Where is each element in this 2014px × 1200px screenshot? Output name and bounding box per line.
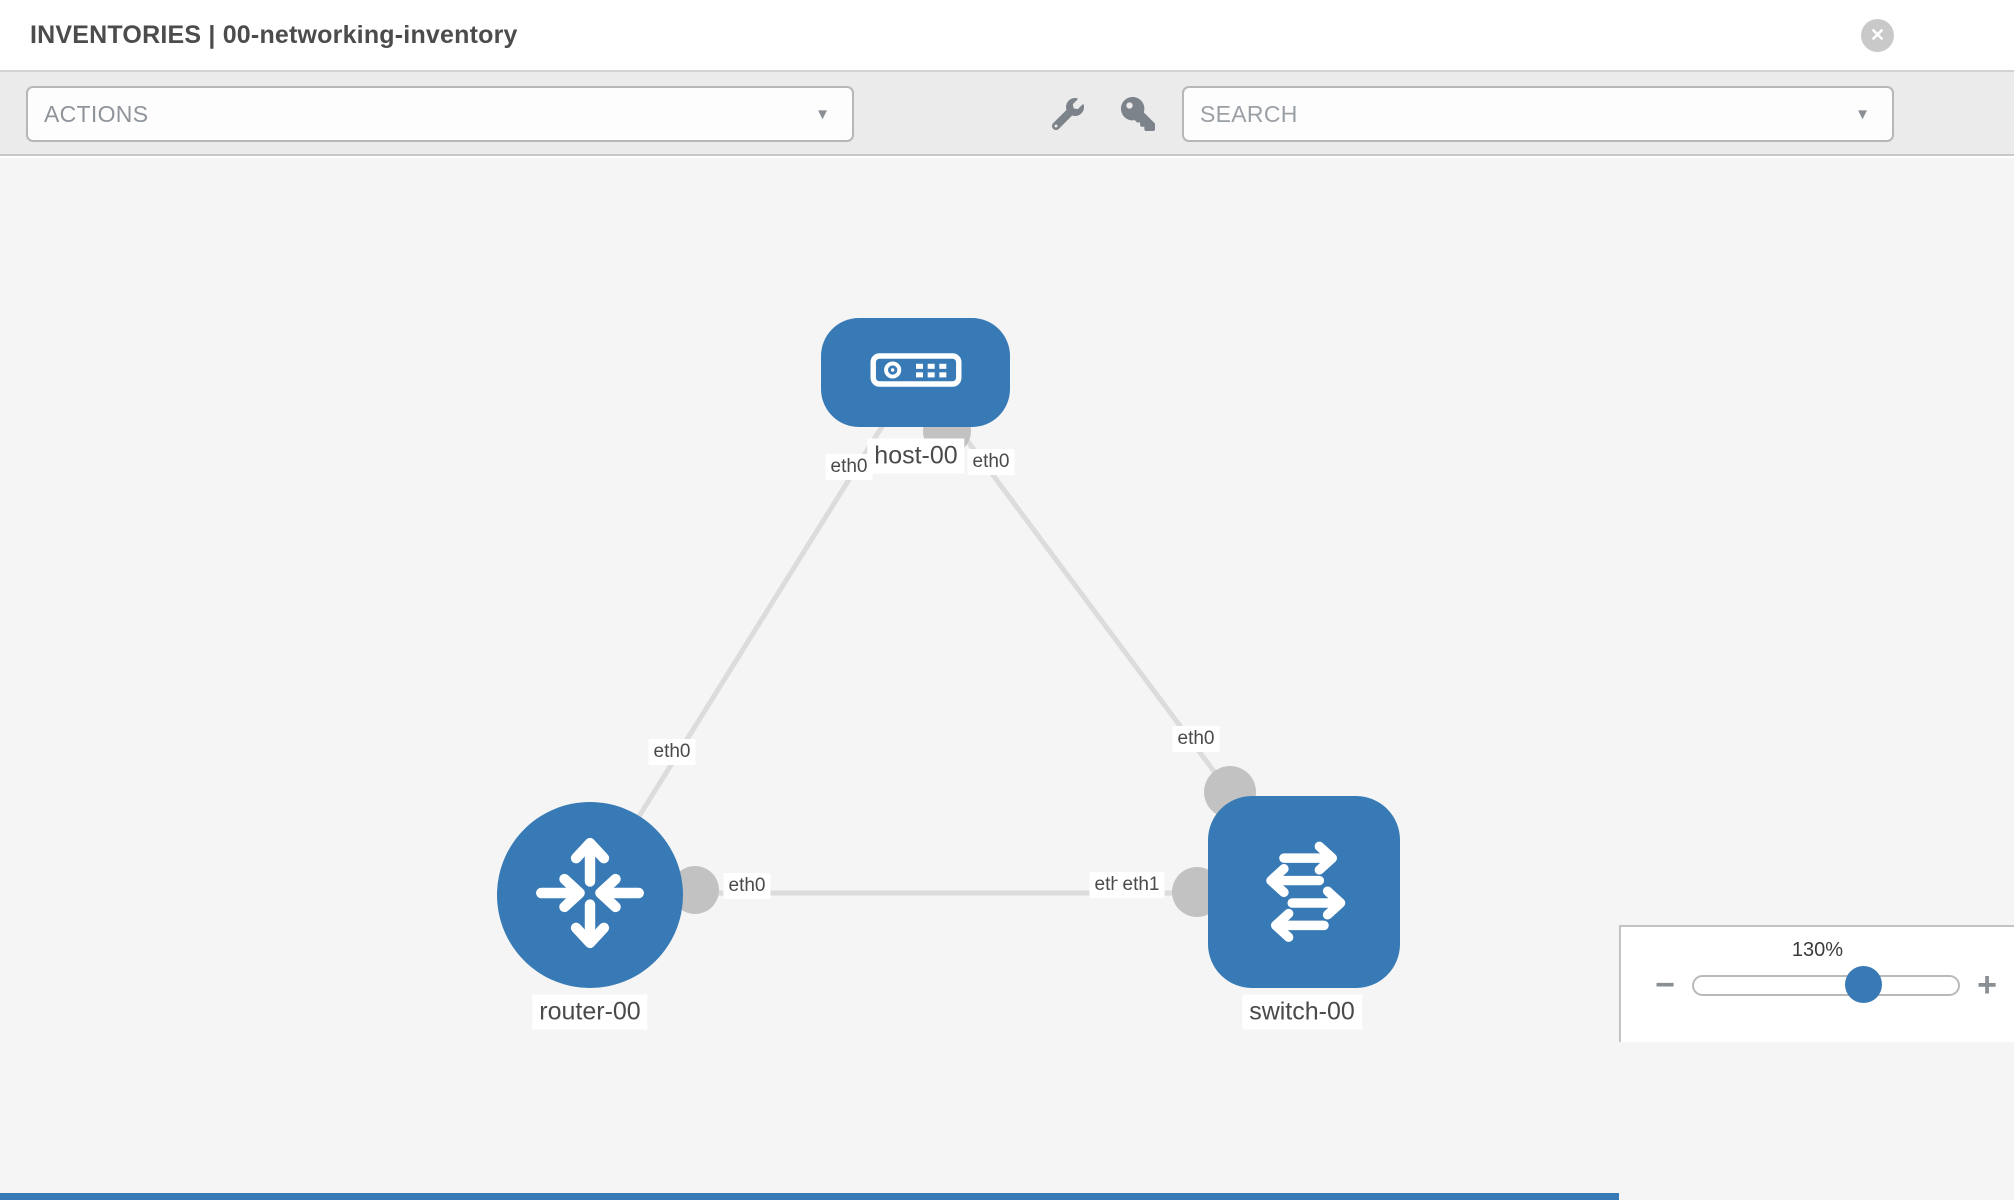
search-dropdown[interactable]: SEARCH ▼ [1182, 86, 1894, 142]
node-label-host: host-00 [867, 438, 965, 474]
header: INVENTORIES | 00-networking-inventory ✕ [0, 0, 2014, 72]
bottom-accent-bar [0, 1193, 1619, 1200]
configure-button[interactable] [1048, 94, 1088, 134]
minus-icon: − [1655, 965, 1675, 1004]
node-host-00[interactable] [821, 318, 1010, 427]
zoom-control-panel: 130% − + [1619, 925, 2014, 1042]
toolbar: ACTIONS ▼ SEARCH ▼ [0, 72, 2014, 156]
node-switch-00[interactable] [1208, 796, 1400, 988]
node-label-router: router-00 [532, 994, 648, 1030]
search-input[interactable]: SEARCH [1200, 100, 1298, 127]
key-icon [1121, 97, 1155, 131]
wrench-icon [1052, 98, 1084, 130]
node-label-switch: switch-00 [1242, 994, 1362, 1030]
page-title: INVENTORIES | 00-networking-inventory [30, 20, 518, 49]
zoom-level-value: 130% [1791, 939, 1844, 961]
interface-label: eth0 [825, 454, 873, 480]
interface-label: eth0 [1172, 726, 1220, 752]
node-router-00[interactable] [497, 802, 683, 988]
connector-router-right [671, 866, 719, 914]
chevron-down-icon: ▼ [815, 105, 830, 123]
interface-label: eth0 [967, 449, 1015, 475]
close-icon: ✕ [1869, 25, 1886, 45]
chevron-down-icon: ▼ [1855, 105, 1870, 123]
zoom-in-button[interactable]: + [1967, 963, 2007, 1007]
host-icon [866, 349, 966, 396]
links-layer [587, 370, 1307, 917]
credentials-button[interactable] [1118, 94, 1158, 134]
zoom-out-button[interactable]: − [1645, 963, 1685, 1007]
interface-label: eth0 [648, 739, 696, 765]
interface-label: eth1 [1117, 872, 1165, 898]
interface-label: eth0 [723, 873, 771, 899]
close-button[interactable]: ✕ [1861, 19, 1894, 52]
router-icon [532, 835, 648, 956]
actions-dropdown-label: ACTIONS [44, 100, 149, 127]
plus-icon: + [1977, 965, 1997, 1004]
switch-icon [1245, 831, 1363, 954]
topology-canvas[interactable]: host-00 router-00 switch-00 eth0 eth0 et… [0, 158, 2014, 1200]
zoom-slider-track[interactable] [1692, 975, 1960, 996]
actions-dropdown[interactable]: ACTIONS ▼ [26, 86, 854, 142]
zoom-slider-thumb[interactable] [1845, 966, 1882, 1003]
